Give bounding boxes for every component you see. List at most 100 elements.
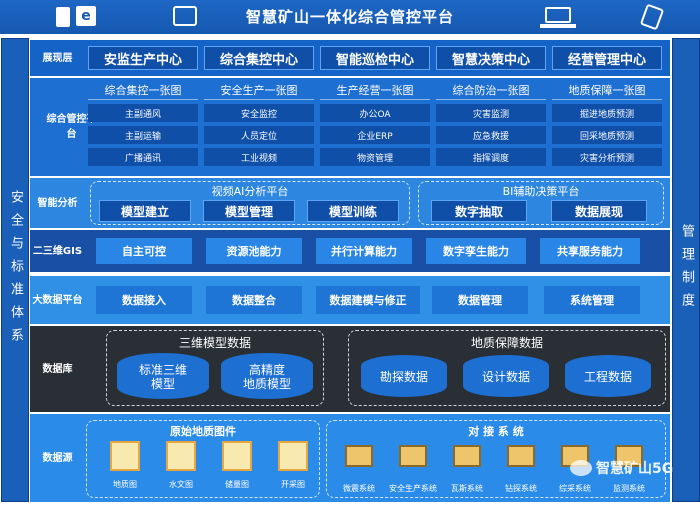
database-item: 工程数据 [583,370,632,384]
database-item: 高精度 地质模型 [242,363,291,391]
control-column: 生产经营一张图 办公OA 企业ERP 物资管理 [320,82,430,166]
bi-item: 数据展现 [551,200,647,222]
control-column: 综合防治一张图 灾害监测 应急救援 指挥调度 [436,82,546,166]
bigdata-layer: 大数据平台 数据接入 数据整合 数据建模与修正 数据管理 系统管理 [30,276,670,324]
presentation-layer: 展现层 安监生产中心 综合集控中心 智能巡检中心 智慧决策中心 经营管理中心 [30,40,670,76]
bigdata-layer-label: 大数据平台 [32,294,83,306]
docking-system-item: 瓦斯系统 [441,445,493,494]
original-maps-title: 原始地质图件 [170,425,236,438]
docking-system-item: 监测系统 [603,445,655,494]
left-side-label: 安全与标准体系 [8,189,23,351]
monitor-icon [453,445,481,467]
video-ai-title: 视频AI分析平台 [211,185,289,198]
docking-system-label: 综采系统 [559,484,591,493]
presentation-layer-label: 展现层 [42,52,73,64]
control-cell: 主副运输 [88,126,198,144]
original-map-label: 储量图 [225,480,249,489]
original-map-item: 开采图 [271,441,315,490]
model3d-group: 三维模型数据 标准三维 模型 高精度 地质模型 [106,330,324,406]
datasource-layer: 数据源 原始地质图件 地质图 水文图 储量图 开采图 对 接 系 统 微震系统 … [30,414,670,502]
control-cell: 指挥调度 [436,148,546,166]
database-item: 勘探数据 [379,370,428,384]
database-cylinder [565,355,651,397]
bi-platform: BI辅助决策平台 数字抽取 数据展现 [418,181,664,225]
model3d-title: 三维模型数据 [178,336,251,350]
browser-icon: e [76,6,96,26]
database-layer-label: 数据库 [42,363,73,375]
map-image-icon [166,441,196,471]
control-cell: 掘进地质预测 [552,104,662,122]
bigdata-item: 数据接入 [96,286,192,314]
control-cell: 安全监控 [204,104,314,122]
bigdata-item: 数据建模与修正 [316,286,420,314]
control-cell: 回采地质预测 [552,126,662,144]
bigdata-item: 系统管理 [544,286,640,314]
page-title: 智慧矿山一体化综合管控平台 [245,8,454,26]
docking-system-label: 瓦斯系统 [451,484,483,493]
original-map-item: 地质图 [103,441,147,490]
control-cell: 主副通风 [88,104,198,122]
gis-layer: 二三维GIS 自主可控 资源池能力 并行计算能力 数字孪生能力 共享服务能力 [30,230,670,272]
bi-title: BI辅助决策平台 [502,185,580,198]
control-cell: 广播通讯 [88,148,198,166]
gis-item: 共享服务能力 [540,238,640,264]
smart-analysis-layer: 智能分析 视频AI分析平台 模型建立 模型管理 模型训练 BI辅助决策平台 数字… [30,178,670,228]
presentation-item: 安监生产中心 [88,46,198,70]
monitor-icon [615,445,643,467]
database-item: 设计数据 [481,370,530,384]
original-maps-group: 原始地质图件 地质图 水文图 储量图 开采图 [86,420,320,498]
database-cylinder [117,353,209,399]
control-column: 综合集控一张图 主副通风 主副运输 广播通讯 [88,82,198,166]
database-cylinder [221,353,313,399]
laptop-icon [545,7,571,23]
gis-item: 数字孪生能力 [426,238,526,264]
monitor-icon [399,445,427,467]
control-column: 安全生产一张图 安全监控 人员定位 工业视频 [204,82,314,166]
original-map-label: 开采图 [281,480,305,489]
docking-system-label: 监测系统 [613,484,645,493]
control-layer: 综合管控平台 综合集控一张图 主副通风 主副运输 广播通讯 安全生产一张图 安全… [30,78,670,176]
gis-item: 并行计算能力 [316,238,412,264]
gis-item: 资源池能力 [206,238,302,264]
presentation-item: 综合集控中心 [204,46,314,70]
docking-systems-group: 对 接 系 统 微震系统 安全生产系统 瓦斯系统 钻探系统 综采系统 监测系统 [326,420,666,498]
bigdata-item: 数据整合 [206,286,302,314]
map-image-icon [278,441,308,471]
video-ai-platform: 视频AI分析平台 模型建立 模型管理 模型训练 [90,181,410,225]
docking-system-item: 钻探系统 [495,445,547,494]
left-side-panel: 安全与标准体系 [1,38,29,502]
control-column-title: 生产经营一张图 [320,82,430,100]
video-ai-item: 模型管理 [203,200,295,222]
monitor-icon [345,445,373,467]
database-cylinder [361,355,447,397]
database-item: 标准三维 模型 [138,363,187,391]
database-layer: 数据库 三维模型数据 标准三维 模型 高精度 地质模型 地质保障数据 勘探数据 … [30,326,670,412]
video-ai-item: 模型训练 [307,200,399,222]
datasource-layer-label: 数据源 [42,452,73,464]
video-ai-item: 模型建立 [99,200,191,222]
right-side-panel: 管理制度 [672,38,700,502]
original-map-item: 水文图 [159,441,203,490]
gis-item: 自主可控 [96,238,192,264]
bigdata-item: 数据管理 [432,286,528,314]
docking-system-label: 钻探系统 [505,484,537,493]
original-map-item: 储量图 [215,441,259,490]
laptop-base-icon [540,24,576,28]
map-image-icon [110,441,140,471]
control-cell: 人员定位 [204,126,314,144]
title-bar [0,0,700,34]
docking-system-label: 微震系统 [343,484,375,493]
geo-data-title: 地质保障数据 [470,336,543,350]
bi-item: 数字抽取 [431,200,527,222]
watermark: 智慧矿山5G [596,461,674,477]
control-cell: 物资管理 [320,148,430,166]
database-cylinder [463,355,549,397]
smart-analysis-label: 智能分析 [37,197,78,209]
original-map-label: 水文图 [169,480,193,489]
control-cell: 灾害监测 [436,104,546,122]
original-map-label: 地质图 [113,480,137,489]
control-column-title: 综合集控一张图 [88,82,198,100]
wechat-logo-icon [570,460,592,476]
map-image-icon [222,441,252,471]
presentation-item: 经营管理中心 [552,46,662,70]
